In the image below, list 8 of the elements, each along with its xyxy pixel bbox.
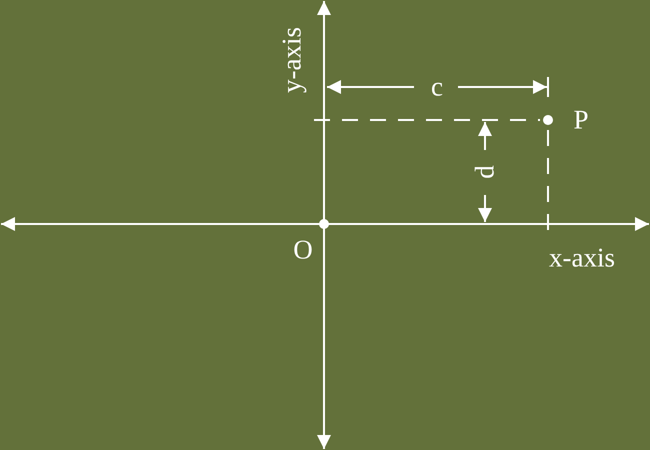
dimension-label: d bbox=[472, 165, 498, 179]
point-dot bbox=[319, 219, 329, 229]
axis-label: y-axis bbox=[278, 27, 306, 93]
point-label: O bbox=[293, 236, 313, 264]
point-dot bbox=[543, 115, 553, 125]
point-label: P bbox=[573, 106, 589, 134]
axis-label: x-axis bbox=[549, 244, 615, 272]
dimension-label: c bbox=[431, 74, 443, 100]
